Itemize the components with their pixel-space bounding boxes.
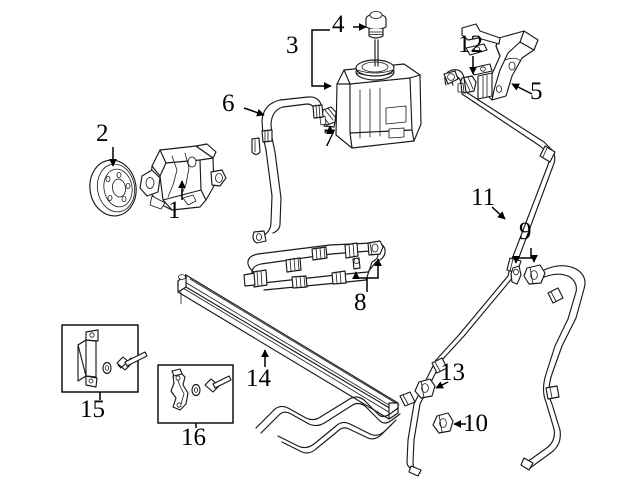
cooler-hose-assembly-graphic bbox=[243, 240, 386, 291]
leader-11 bbox=[491, 206, 506, 220]
power-steering-cooler-graphic bbox=[177, 274, 400, 420]
kit-box-16-graphic bbox=[157, 364, 234, 424]
callout-6[interactable]: 6 bbox=[222, 90, 235, 117]
leader-5 bbox=[511, 83, 533, 95]
suction-hose-graphic bbox=[251, 96, 324, 244]
callout-7[interactable]: 7 bbox=[323, 125, 336, 152]
power-steering-pump-graphic bbox=[139, 143, 227, 211]
callout-5[interactable]: 5 bbox=[530, 78, 543, 105]
callout-10[interactable]: 10 bbox=[463, 410, 488, 437]
callout-16[interactable]: 16 bbox=[181, 424, 206, 451]
callout-9[interactable]: 9 bbox=[519, 218, 532, 245]
kit-box-15-graphic bbox=[61, 324, 148, 393]
return-line-9-graphic bbox=[510, 264, 586, 471]
callout-12[interactable]: 12 bbox=[458, 31, 483, 58]
leader-3-upper bbox=[311, 29, 330, 50]
callout-3[interactable]: 3 bbox=[286, 32, 299, 59]
leader-13 bbox=[435, 381, 449, 389]
callout-4[interactable]: 4 bbox=[332, 11, 345, 38]
callout-13[interactable]: 13 bbox=[440, 359, 465, 386]
callout-1[interactable]: 1 bbox=[168, 197, 181, 224]
callout-2[interactable]: 2 bbox=[96, 120, 109, 147]
leader-lines bbox=[99, 23, 538, 428]
callout-11[interactable]: 11 bbox=[471, 184, 496, 211]
leader-3-lower bbox=[311, 50, 332, 90]
leader-6 bbox=[243, 107, 265, 117]
leader-9-right bbox=[530, 254, 538, 263]
reservoir-graphic bbox=[323, 11, 422, 149]
callout-14[interactable]: 14 bbox=[246, 365, 271, 392]
cooler-lower-hoses-graphic bbox=[255, 378, 454, 454]
pump-pulley-graphic bbox=[89, 159, 137, 217]
callout-8[interactable]: 8 bbox=[354, 289, 367, 316]
leader-9-left bbox=[512, 248, 532, 264]
callout-15[interactable]: 15 bbox=[80, 396, 105, 423]
leader-8-right bbox=[367, 258, 382, 279]
mounting-bracket-graphic bbox=[461, 23, 539, 101]
leader-8-left bbox=[352, 271, 368, 292]
